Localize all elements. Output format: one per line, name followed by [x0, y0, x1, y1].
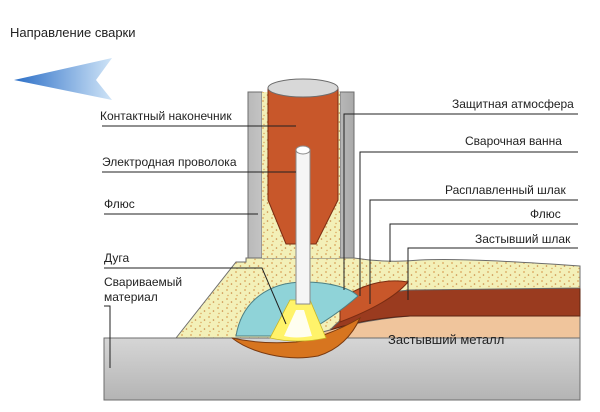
label-base-material-line1: Свариваемый [104, 275, 182, 289]
arrow-left-icon [14, 58, 112, 100]
label-solid-metal: Застывший металл [388, 332, 504, 347]
electrode-wire [295, 149, 311, 305]
label-molten-slag: Расплавленный шлак [445, 183, 566, 197]
label-solid-slag: Застывший шлак [475, 232, 571, 246]
label-contact-tip: Контактный наконечник [100, 109, 232, 123]
label-flux-right: Флюс [530, 207, 561, 221]
label-flux-left: Флюс [104, 197, 135, 211]
label-shield-atmosphere: Защитная атмосфера [452, 97, 574, 111]
penetration-zone [231, 316, 362, 359]
welding-direction-title: Направление сварки [10, 25, 136, 40]
label-arc: Дуга [104, 251, 130, 265]
label-weld-pool: Сварочная ванна [465, 134, 562, 148]
base-material [103, 337, 581, 401]
label-base-material-line2: материал [104, 290, 158, 304]
label-electrode-wire: Электродная проволока [102, 155, 237, 169]
